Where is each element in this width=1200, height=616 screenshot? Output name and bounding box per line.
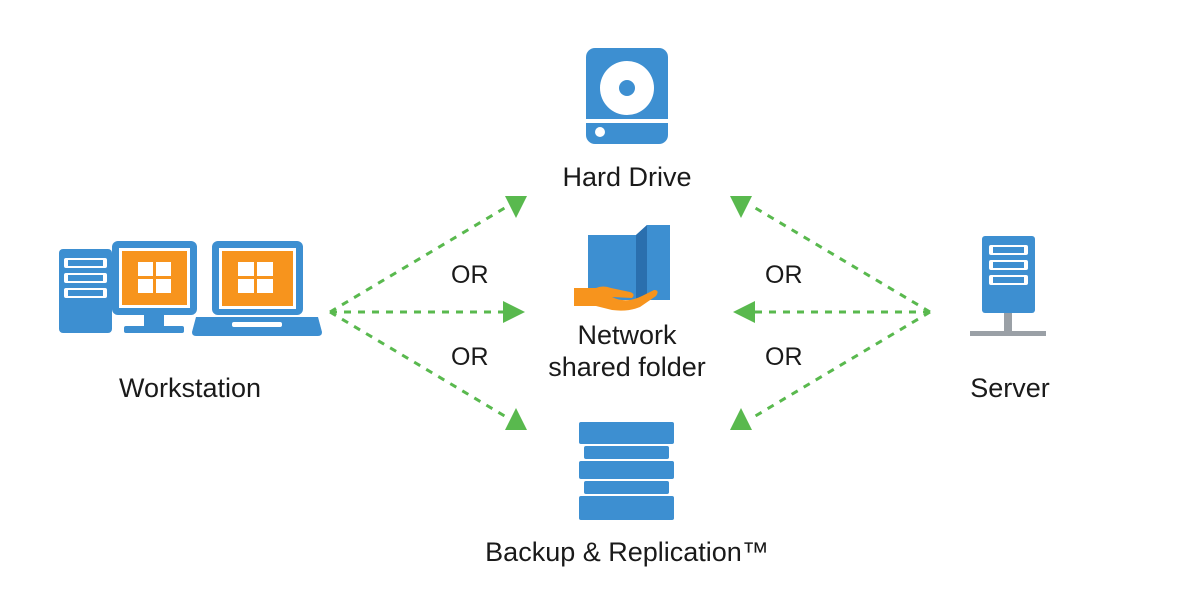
arrow-heads <box>503 196 755 430</box>
arrow-head-left-middle <box>503 301 525 323</box>
server-label: Server <box>970 373 1050 403</box>
hand-icon <box>574 286 658 311</box>
laptop-icon <box>192 241 322 336</box>
arrow-head-left-bottom <box>505 408 527 430</box>
connector-workstation-harddrive <box>329 204 509 314</box>
desktop-tower-icon <box>59 249 112 333</box>
windows-logo-icon <box>138 262 171 293</box>
monitor-icon <box>112 241 197 333</box>
connector-lines <box>329 204 931 420</box>
or-label-right-top: OR <box>765 261 803 289</box>
or-label-right-bottom: OR <box>765 343 803 371</box>
arrow-head-right-bottom <box>730 408 752 430</box>
connector-server-harddrive <box>751 204 931 314</box>
network-folder-label-line1: Network <box>577 320 677 350</box>
folder-icon <box>588 225 670 300</box>
server-tower-icon <box>970 236 1046 336</box>
server-stack-icon <box>579 422 674 520</box>
or-label-left-top: OR <box>451 261 489 289</box>
connector-workstation-backup <box>329 310 509 420</box>
or-label-left-bottom: OR <box>451 343 489 371</box>
arrow-head-right-middle <box>733 301 755 323</box>
arrow-head-right-top <box>730 196 752 218</box>
network-folder-label-line2: shared folder <box>548 352 706 382</box>
hard-drive-label: Hard Drive <box>562 162 692 192</box>
backup-replication-label: Backup & Replication™ <box>485 537 769 567</box>
windows-logo-icon <box>238 262 273 293</box>
workstation-label: Workstation <box>118 373 262 403</box>
hard-drive-icon <box>586 48 668 144</box>
workstation-icon-group <box>59 241 322 336</box>
arrow-head-left-top <box>505 196 527 218</box>
connector-server-backup <box>751 310 931 420</box>
